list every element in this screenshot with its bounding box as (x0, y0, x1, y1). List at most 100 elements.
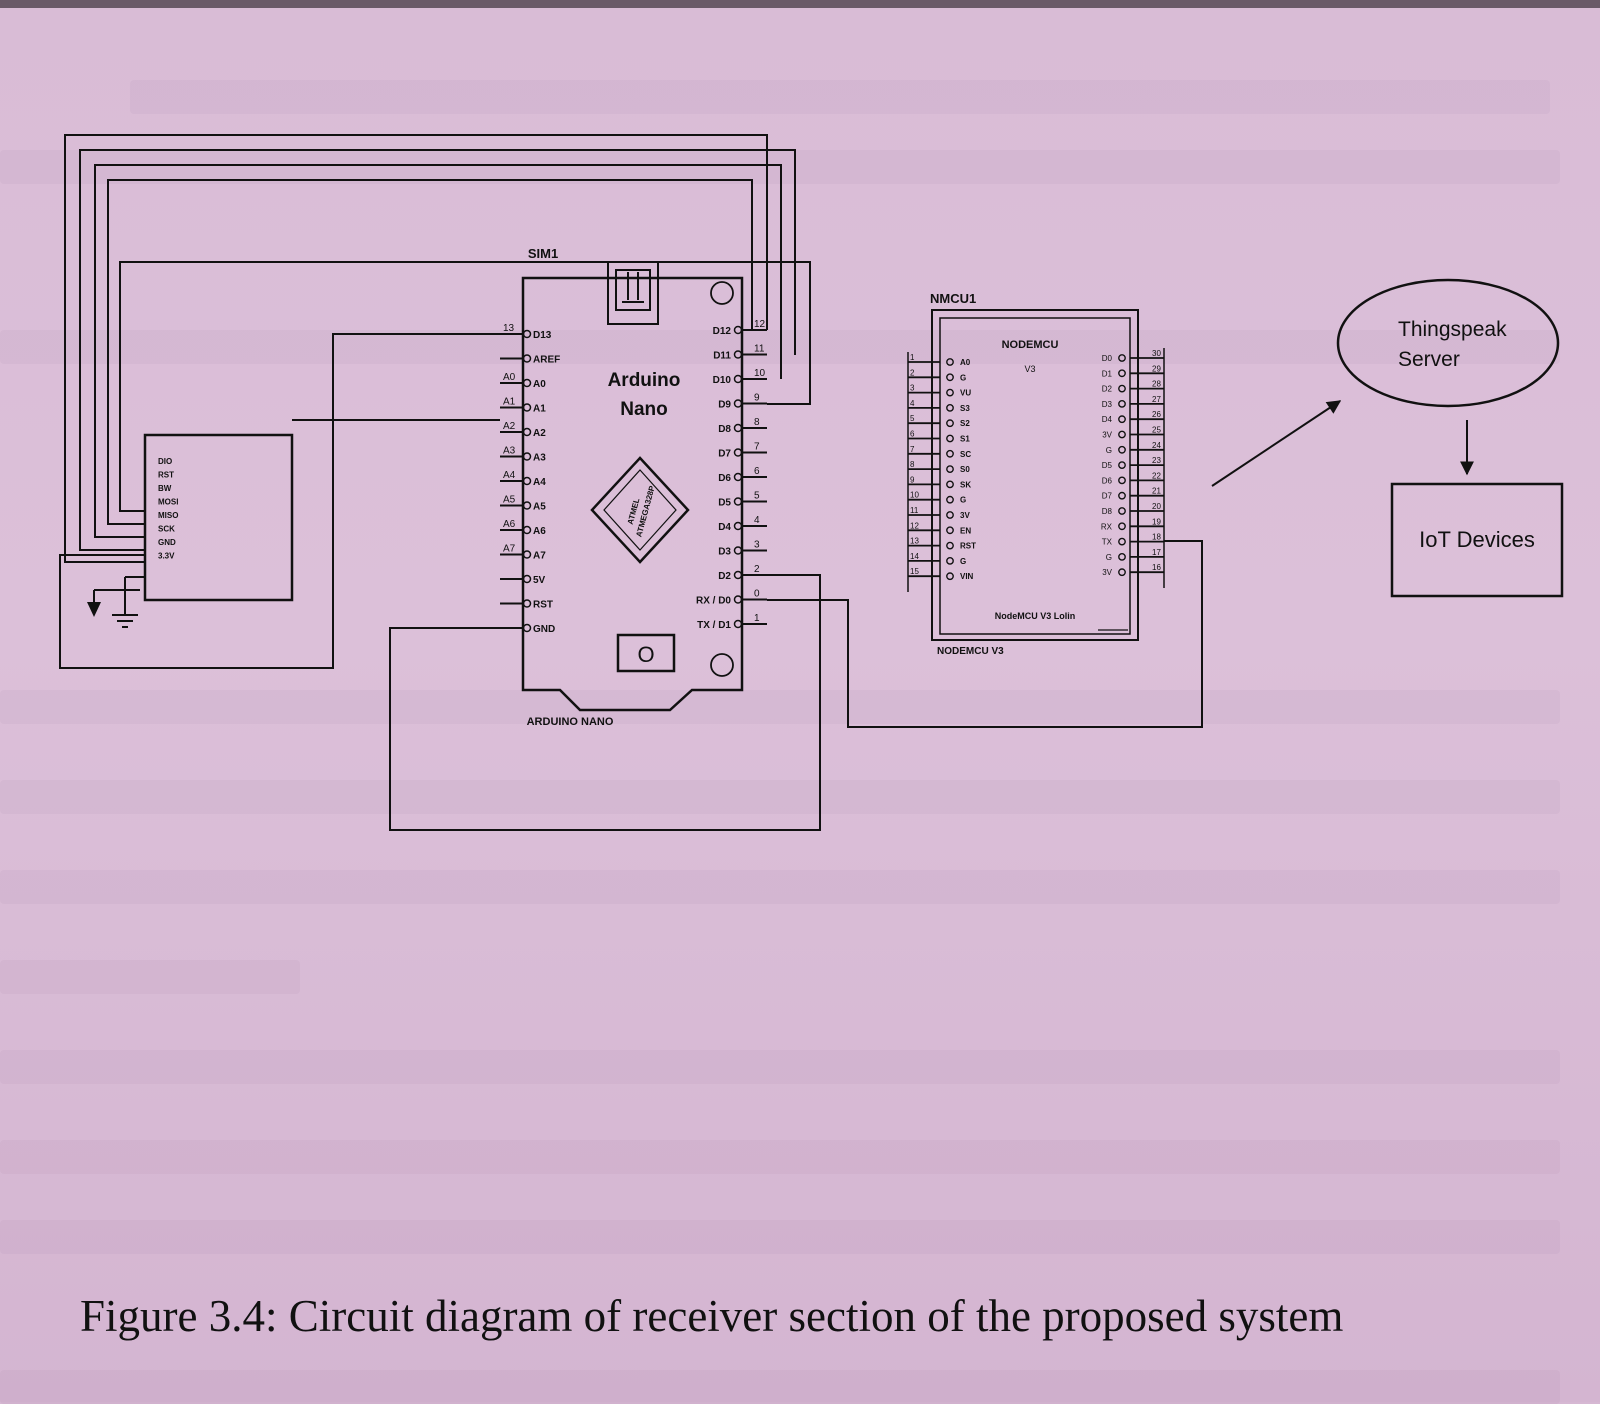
nodemcu-pin-number: 17 (1152, 548, 1161, 557)
wire-path (389, 574, 821, 831)
arduino-pin-label: A7 (533, 551, 546, 562)
server-label-line1: Thingspeak (1398, 318, 1507, 341)
sim-pin-label: RST (158, 471, 174, 480)
arduino-pin-label: D12 (713, 326, 732, 337)
nodemcu-pin-label: SC (960, 450, 971, 459)
nodemcu-pin-number: 14 (910, 552, 919, 561)
nodemcu-pin-icon (1118, 522, 1126, 531)
nodemcu-pin-label: G (960, 373, 966, 382)
arduino-pin-number: 8 (754, 417, 760, 428)
iot-devices-label: IoT Devices (1419, 527, 1535, 552)
nodemcu-pin-number: 29 (1152, 364, 1161, 373)
arduino-pin-icon (733, 350, 743, 359)
arduino-pin-label: D5 (718, 498, 731, 509)
arduino-pin-label: D10 (713, 375, 732, 386)
arduino-pin-number: 0 (754, 589, 760, 600)
nodemcu-pin-number: 7 (910, 445, 915, 454)
nodemcu-pin-icon (946, 480, 954, 489)
arduino-pin-label: D7 (718, 449, 731, 460)
nodemcu-pin-icon (946, 373, 954, 382)
arduino-pin-number: 1 (754, 613, 760, 624)
arduino-pin-icon (522, 452, 532, 461)
arduino-pin-icon (733, 595, 743, 604)
nodemcu-pin-label: D1 (1102, 369, 1113, 378)
sim-pin-label: GND (158, 538, 176, 547)
arduino-pin-number: 10 (754, 368, 766, 379)
thingspeak-server-ellipse (1336, 278, 1560, 408)
arduino-pin-label: 5V (533, 575, 546, 586)
nodemcu-pin-number: 4 (910, 399, 915, 408)
nodemcu-pin-label: 3V (1102, 568, 1112, 577)
nodemcu-pin-label: G (1106, 446, 1112, 455)
nodemcu-pin-icon (946, 526, 954, 535)
nodemcu-left-pins: 1A02G3VU4S35S26S17SC8S09SK10G113V12EN13R… (907, 352, 976, 592)
nodemcu-pin-number: 1 (910, 353, 915, 362)
arduino-pin-number: 12 (754, 319, 766, 330)
arduino-pin-label: A4 (533, 477, 546, 488)
arduino-pin-label: GND (533, 624, 555, 635)
arduino-pin-number: A2 (503, 421, 516, 432)
nodemcu-pin-icon (946, 434, 954, 443)
nodemcu-pin-label: 3V (960, 511, 970, 520)
nodemcu-title-line1: NODEMCU (1002, 339, 1059, 351)
arduino-pin-icon (733, 546, 743, 555)
nodemcu-pin-label: S3 (960, 404, 970, 413)
nodemcu-right-pins: D030D129D228D327D4263V25G24D523D622D721D… (1101, 348, 1165, 588)
wire-path (107, 179, 753, 525)
arduino-pin-label: AREF (533, 355, 560, 366)
arduino-pin-label: D9 (718, 400, 731, 411)
arduino-pin-label: D8 (718, 424, 731, 435)
nodemcu-pin-label: D0 (1102, 354, 1113, 363)
reset-button (616, 633, 676, 673)
nodemcu-pin-icon (946, 403, 954, 412)
nodemcu-pin-label: RST (960, 542, 976, 551)
arduino-pin-icon (522, 623, 532, 633)
nodemcu-pin-label: D6 (1102, 476, 1113, 485)
nodemcu-pin-number: 19 (1152, 517, 1161, 526)
nodemcu-pin-label: 3V (1102, 431, 1112, 440)
nodemcu-inner-footer: NodeMCU V3 Lolin (995, 611, 1076, 621)
nodemcu-pin-label: S2 (960, 419, 970, 428)
arduino-pin-icon (733, 399, 743, 408)
arduino-pin-icon (733, 423, 743, 433)
arduino-footer-label: ARDUINO NANO (527, 716, 614, 728)
nodemcu-pin-number: 22 (1152, 471, 1161, 480)
nodemcu-pin-label: RX (1101, 522, 1113, 531)
arduino-pin-number: 5 (754, 491, 760, 502)
nodemcu-pin-icon (946, 358, 954, 366)
uplink-arrow (1211, 400, 1342, 487)
nodemcu-pin-number: 2 (910, 368, 915, 377)
arduino-nano: Arduino Nano ATMEL ATMEGA328P O ARDUINO … (500, 261, 767, 728)
arduino-pin-number: 2 (754, 564, 760, 575)
arduino-pin-label: D3 (718, 547, 731, 558)
sim-pin-label: MISO (158, 511, 178, 520)
sim-pin-label: 3.3V (158, 552, 175, 561)
nodemcu-pin-icon (1118, 354, 1126, 362)
nodemcu-pin-icon (1118, 476, 1126, 485)
arduino-pin-number: 13 (503, 323, 515, 334)
wire-path (767, 540, 1203, 728)
iot-devices-box (1390, 482, 1564, 598)
arduino-pin-number: A4 (503, 470, 516, 481)
arduino-pin-icon (522, 427, 532, 437)
nodemcu-pin-label: G (1106, 553, 1112, 562)
figure-caption: Figure 3.4: Circuit diagram of receiver … (80, 1291, 1344, 1341)
wire-path (59, 333, 500, 669)
arduino-pin-icon (733, 570, 743, 580)
arduino-pin-number: A7 (503, 544, 516, 555)
arduino-pin-icon (733, 374, 743, 384)
arduino-pin-label: D2 (718, 571, 731, 582)
arduino-pin-icon (522, 525, 532, 535)
nodemcu-ref-label: NMCU1 (930, 291, 976, 306)
sim-pin-label: SCK (158, 525, 175, 534)
nodemcu-pin-number: 13 (910, 537, 919, 546)
arduino-pin-icon (522, 599, 532, 608)
nodemcu-pin-icon (946, 511, 954, 519)
nodemcu-pin-icon (1118, 507, 1126, 515)
nodemcu-pin-number: 11 (910, 506, 919, 515)
nodemcu-pin-label: G (960, 496, 966, 505)
nodemcu-pin-number: 5 (910, 414, 915, 423)
